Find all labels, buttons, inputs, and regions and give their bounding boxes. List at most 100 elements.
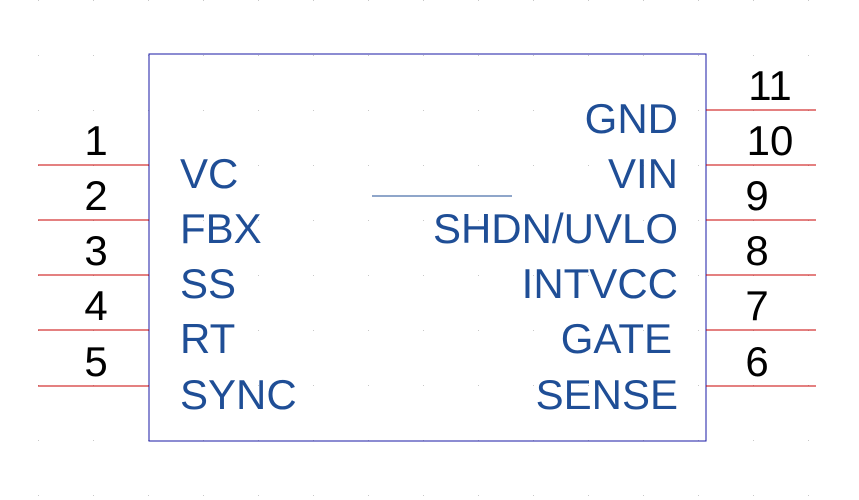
- grid-dot: [698, 55, 699, 56]
- grid-dot: [588, 55, 589, 56]
- grid-dot: [753, 495, 754, 496]
- grid-dot: [698, 275, 699, 276]
- grid-dot: [643, 330, 644, 331]
- pin-name: GATE: [561, 315, 672, 362]
- grid-dot: [643, 275, 644, 276]
- grid-dot: [313, 275, 314, 276]
- pin-number: 4: [84, 282, 107, 329]
- grid-dot: [423, 495, 424, 496]
- grid-dot: [38, 495, 39, 496]
- grid-dot: [808, 440, 809, 441]
- grid-dot: [313, 495, 314, 496]
- grid-dot: [148, 495, 149, 496]
- pin-name: GND: [585, 95, 678, 142]
- grid-dot: [588, 330, 589, 331]
- pin-name: VC: [180, 150, 238, 197]
- grid-dot: [203, 165, 204, 166]
- grid-dot: [698, 495, 699, 496]
- grid-dot: [423, 165, 424, 166]
- grid-dot: [93, 0, 94, 1]
- grid-dot: [643, 165, 644, 166]
- grid-dot: [93, 110, 94, 111]
- grid-dot: [478, 220, 479, 221]
- grid-dot: [313, 330, 314, 331]
- component-body: [148, 53, 707, 442]
- grid-dot: [313, 220, 314, 221]
- grid-dot: [698, 220, 699, 221]
- pin-name: VIN: [608, 150, 678, 197]
- grid-dot: [478, 110, 479, 111]
- grid-dot: [478, 55, 479, 56]
- right-pin-10: 10 VIN: [608, 117, 816, 197]
- grid-dot: [588, 165, 589, 166]
- pin-number: 10: [747, 117, 794, 164]
- grid-dot: [38, 110, 39, 111]
- grid-dot: [93, 55, 94, 56]
- grid-dot: [533, 165, 534, 166]
- grid-dot: [698, 330, 699, 331]
- grid-dot: [313, 165, 314, 166]
- grid-dot: [533, 495, 534, 496]
- grid-dot: [533, 330, 534, 331]
- pin-number: 11: [748, 62, 792, 109]
- left-pin-3: 3 SS: [38, 227, 236, 307]
- right-pin-8: 8 INTVCC: [522, 227, 816, 307]
- grid-dot: [753, 440, 754, 441]
- grid-dot: [478, 330, 479, 331]
- grid-dot: [698, 110, 699, 111]
- pin-name: FBX: [180, 205, 262, 252]
- pin-number: 5: [84, 338, 107, 385]
- grid-dot: [368, 330, 369, 331]
- grid-dot: [258, 220, 259, 221]
- grid-dot: [588, 385, 589, 386]
- grid-dot: [93, 495, 94, 496]
- grid-dot: [368, 0, 369, 1]
- pin-number: 2: [84, 172, 107, 219]
- grid-dot: [258, 495, 259, 496]
- pin-number: 3: [84, 227, 107, 274]
- grid-dot: [808, 0, 809, 1]
- left-pin-2: 2 FBX: [38, 172, 262, 252]
- pin-number: 6: [745, 338, 768, 385]
- grid-dot: [533, 385, 534, 386]
- grid-dot: [368, 55, 369, 56]
- grid-dot: [203, 495, 204, 496]
- pin-number: 9: [745, 172, 768, 219]
- grid-dot: [148, 0, 149, 1]
- grid-dot: [423, 385, 424, 386]
- grid-dot: [258, 275, 259, 276]
- grid-dot: [643, 495, 644, 496]
- grid-dot: [38, 55, 39, 56]
- grid-dot: [753, 55, 754, 56]
- grid-dot: [478, 0, 479, 1]
- grid-dot: [203, 220, 204, 221]
- grid-dot: [313, 110, 314, 111]
- grid-dot: [258, 385, 259, 386]
- grid-dot: [313, 55, 314, 56]
- grid-dot: [258, 55, 259, 56]
- grid-dot: [588, 220, 589, 221]
- grid-dot: [203, 0, 204, 1]
- grid-dot: [313, 0, 314, 1]
- grid-dot: [423, 275, 424, 276]
- grid-dot: [698, 165, 699, 166]
- grid-dot: [258, 0, 259, 1]
- pin-name: RT: [180, 315, 235, 362]
- right-pin-6: 6 SENSE: [536, 338, 816, 418]
- grid-dot: [643, 110, 644, 111]
- left-pin-1: 1 VC: [38, 117, 238, 197]
- pin-name: SS: [180, 260, 236, 307]
- grid-dot: [588, 110, 589, 111]
- grid-dot: [368, 110, 369, 111]
- pin-name: INTVCC: [522, 260, 678, 307]
- grid-dot: [588, 0, 589, 1]
- grid-dot: [478, 495, 479, 496]
- grid-dot: [258, 110, 259, 111]
- grid-dot: [478, 165, 479, 166]
- grid-dot: [588, 495, 589, 496]
- grid-dots: [38, 0, 809, 496]
- grid-dot: [368, 385, 369, 386]
- grid-dot: [423, 0, 424, 1]
- grid-dot: [808, 495, 809, 496]
